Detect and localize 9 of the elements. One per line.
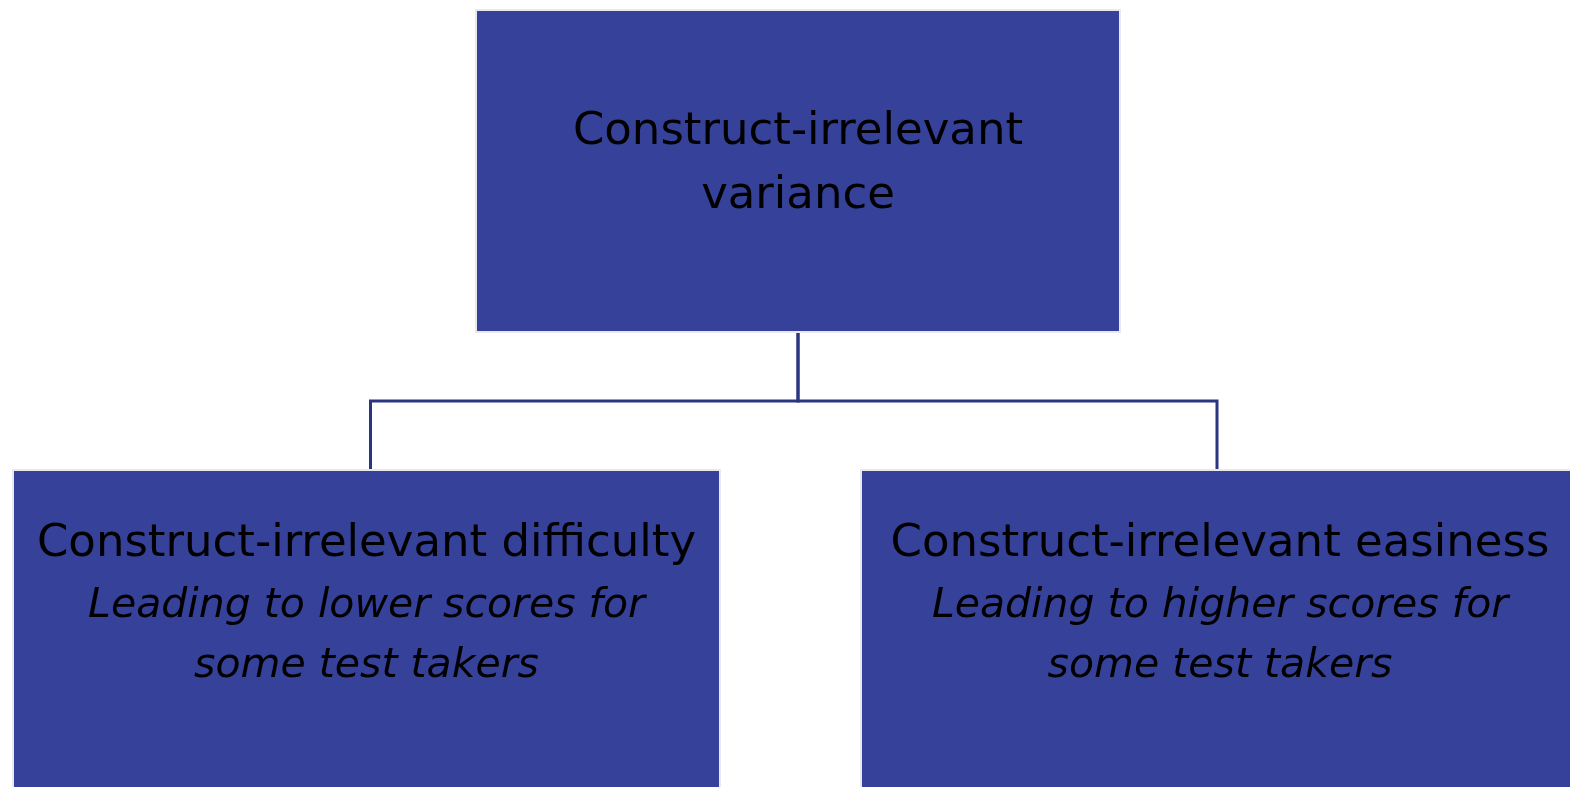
- concept-box: [12, 469, 721, 787]
- box-title: Construct-irrelevant variance: [571, 101, 1025, 221]
- box-description: Leading to lower scores for some test takers: [87, 578, 648, 689]
- box-title: Construct-irrelevant easiness: [890, 513, 1550, 569]
- box-title: Construct-irrelevant difficulty: [36, 513, 697, 569]
- concept-box: [860, 469, 1570, 787]
- concept-box: [475, 9, 1121, 333]
- box-description: Leading to higher scores for some test takers: [930, 578, 1511, 689]
- connector-line: [796, 333, 1219, 469]
